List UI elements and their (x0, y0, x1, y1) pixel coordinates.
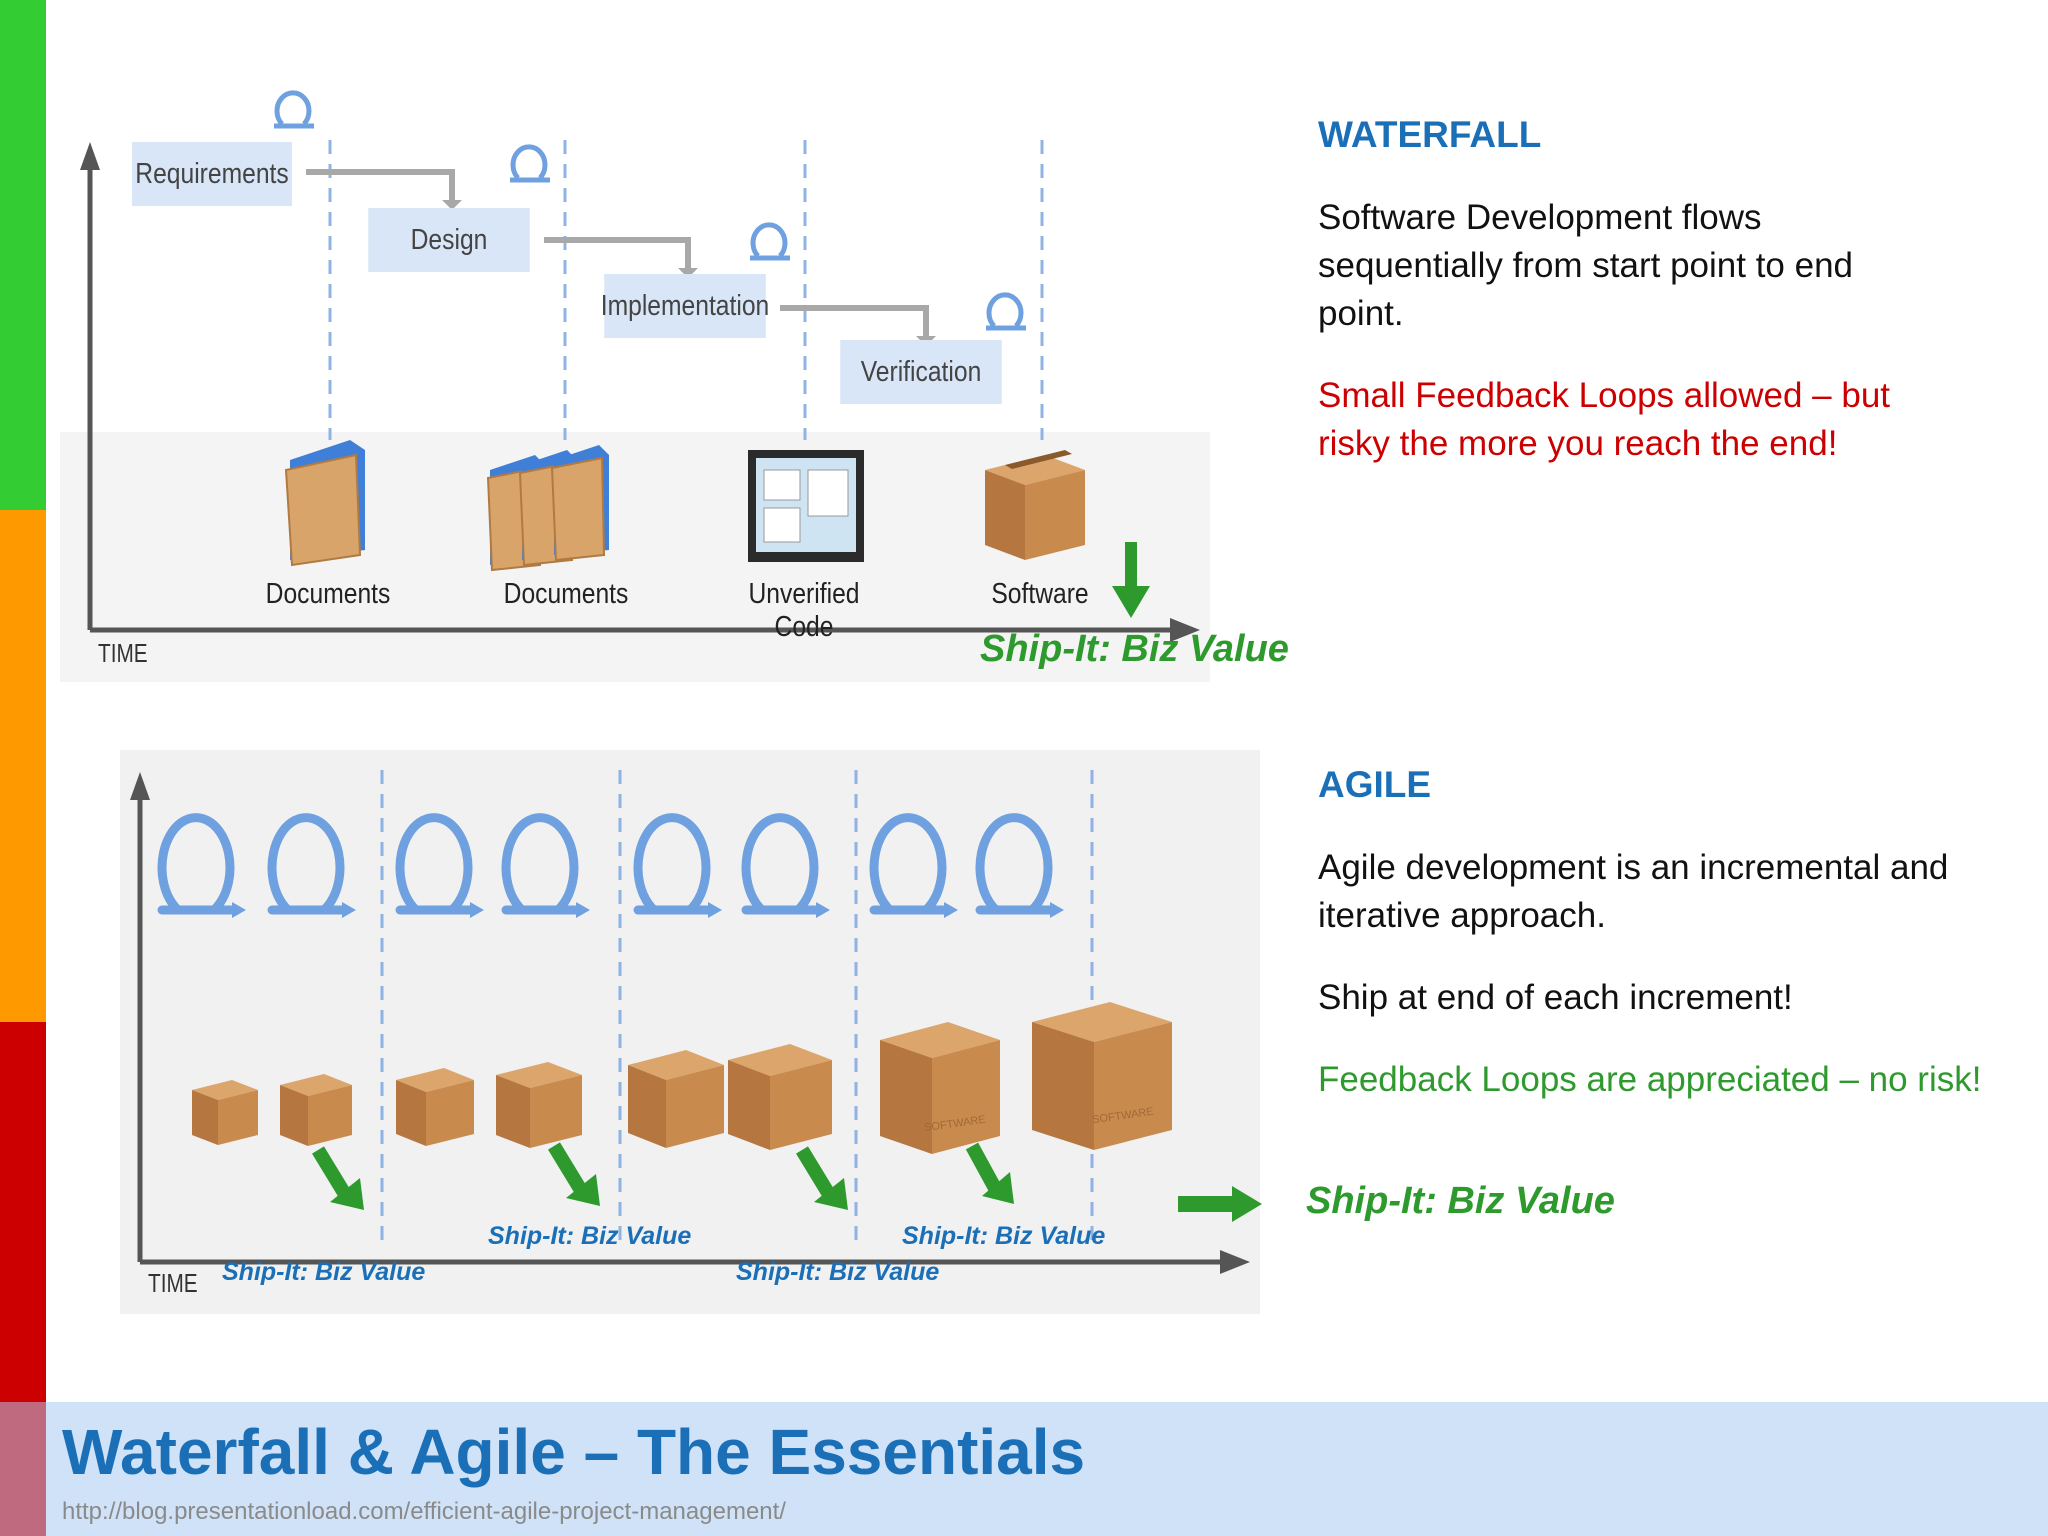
waterfall-ship-label: Ship-It: Biz Value (980, 628, 1289, 670)
monitor-icon (748, 450, 864, 562)
phase-design: Design (368, 208, 530, 272)
footer-band (46, 1402, 2048, 1536)
agile-diagram: TIME SOFTWARE SOFTWARE (120, 750, 1260, 1314)
artifact-label-software: Software (991, 578, 1089, 610)
waterfall-graphics (60, 90, 1210, 682)
waterfall-warning: Small Feedback Loops allowed – but risky… (1318, 376, 1891, 463)
agile-ship-label: Ship-It: Biz Value (1306, 1180, 1615, 1222)
artifact-label-documents-1: Documents (265, 578, 391, 610)
footer-accent (0, 1402, 46, 1536)
agile-time-label: TIME (148, 1268, 198, 1298)
waterfall-description: Software Development flows sequentially … (1318, 198, 1854, 333)
source-url[interactable]: http://blog.presentationload.com/efficie… (62, 1498, 786, 1525)
sidebar-orange (0, 510, 46, 1022)
agile-ship-label-3: Ship-It: Biz Value (736, 1258, 940, 1286)
sidebar-red (0, 1022, 46, 1402)
waterfall-heading: WATERFALL (1318, 114, 1542, 155)
phase-requirements: Requirements (132, 142, 292, 206)
agile-ship-label-1: Ship-It: Biz Value (222, 1258, 426, 1286)
agile-ship-label-2: Ship-It: Biz Value (488, 1222, 692, 1250)
page-title: Waterfall & Agile – The Essentials (62, 1416, 1086, 1488)
waterfall-diagram: Requirements Design Implementation Verif… (60, 60, 1210, 682)
agile-description: Agile development is an incremental and … (1318, 848, 1949, 935)
agile-ship-label-4: Ship-It: Biz Value (902, 1222, 1106, 1250)
sidebar-green (0, 0, 46, 510)
folder-icon (284, 440, 365, 567)
agile-feedback: Feedback Loops are appreciated – no risk… (1318, 1060, 1982, 1099)
phase-verification: Verification (840, 340, 1002, 404)
artifact-label-unverified-code: Unverified Code (748, 578, 860, 643)
waterfall-time-label: TIME (98, 638, 148, 668)
artifact-label-documents-2: Documents (503, 578, 629, 610)
software-box-icon (985, 450, 1085, 560)
agile-ship-arrow (1178, 1186, 1262, 1222)
agile-graphics (130, 770, 1250, 1274)
agile-ship-note: Ship at end of each increment! (1318, 978, 1793, 1017)
phase-implementation: Implementation (601, 274, 769, 338)
agile-heading: AGILE (1318, 764, 1432, 805)
